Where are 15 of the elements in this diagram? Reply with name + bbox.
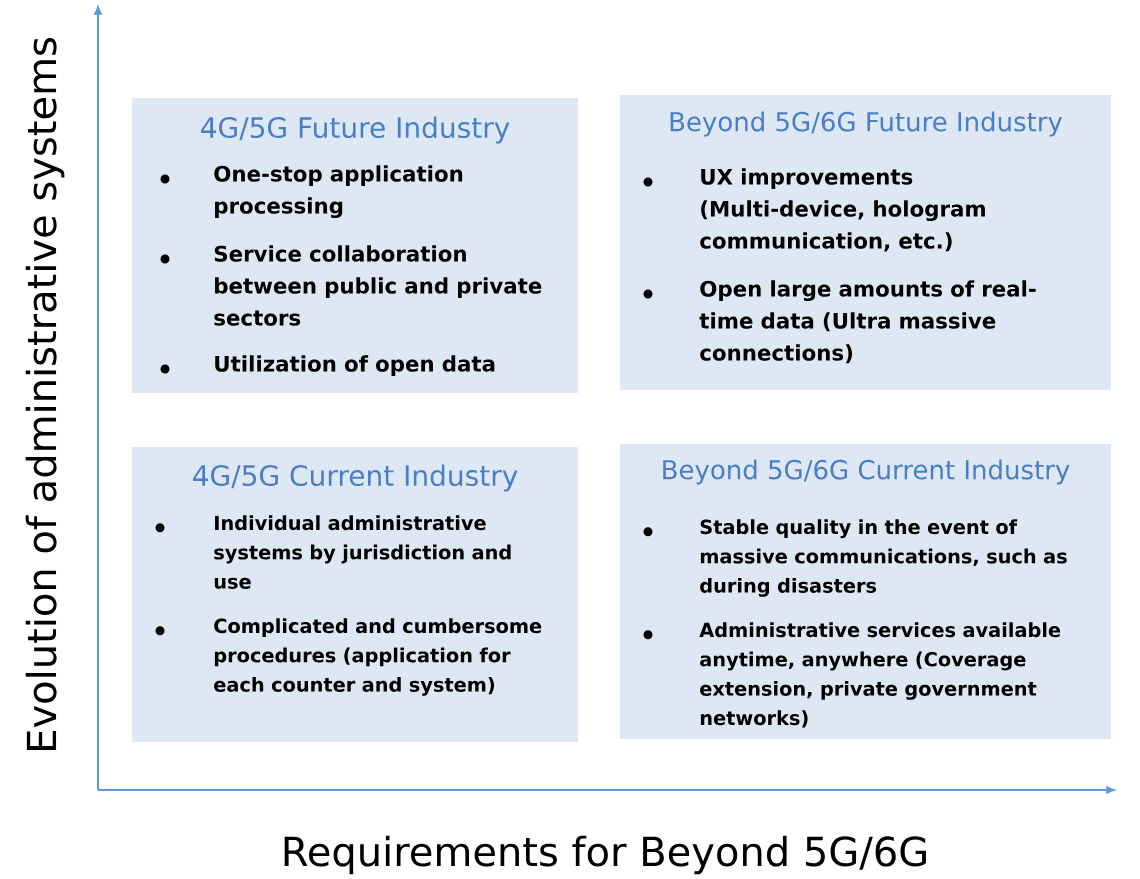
box-heading: Beyond 5G/6G Future Industry [670, 111, 1063, 137]
bullet-item: Open large amounts of real-time data (Ultra massive connections) [643, 280, 1036, 364]
bullet-item: Complicated and cumbersome procedures (application for each counter and system) [155, 618, 542, 696]
bullet-item: One-stop application processing [160, 165, 463, 219]
box-heading: Beyond 5G/6G Current Industry [663, 459, 1070, 485]
bullet-item: Administrative services available anytime, anywhere (Coverage extension, private government networks) [643, 622, 1061, 728]
axis-label: Evolution of administrative systems [25, 38, 65, 750]
bullet-item: Service collaboration between public and private sectors [160, 245, 542, 326]
box-heading: 4G/5G Future Industry [201, 116, 510, 144]
box-heading: 4G/5G Current Industry [193, 464, 518, 492]
bullet-item: UX improvements (Multi-device, hologram communication, etc.) [643, 168, 985, 252]
bullet-item: Individual administrative systems by jurisdiction and use [155, 515, 511, 589]
bullet-item: Stable quality in the event of massive communications, such as during disasters [643, 519, 1067, 597]
axis-label: Requirements for Beyond 5G/6G [284, 835, 926, 875]
bullet-item: Utilization of open data [160, 355, 495, 376]
